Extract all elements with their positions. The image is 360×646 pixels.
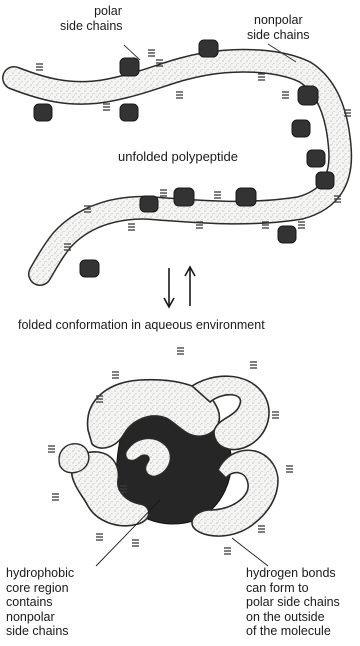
core-label-line: side chains — [6, 624, 74, 639]
hbonds-label-leader — [232, 538, 268, 566]
nonpolar-label: nonpolar — [254, 13, 303, 27]
polar-side-chain — [286, 466, 293, 472]
polar-label: polar — [78, 4, 138, 18]
polar-side-chain — [214, 192, 221, 198]
polar-side-chain — [160, 190, 167, 196]
hydrophobic-core-label: hydrophobic core region contains nonpola… — [6, 566, 74, 639]
hbonds-label-line: polar side chains — [246, 595, 340, 610]
nonpolar-side-chain — [140, 196, 158, 212]
polar-side-chain — [96, 534, 103, 540]
core-label-line: hydrophobic — [6, 566, 74, 581]
hbonds-label-line: hydrogen bonds — [246, 566, 340, 581]
polar-side-chain — [272, 412, 279, 418]
nonpolar-side-chain — [316, 172, 334, 189]
nonpolar-side-chain — [80, 260, 99, 277]
nonpolar-side-chain — [120, 58, 139, 76]
nonpolar-side-chain — [199, 40, 218, 57]
hbonds-label-line: on the outside — [246, 610, 340, 625]
nonpolar-label-line2: side chains — [247, 28, 310, 42]
nonpolar-side-chain — [174, 188, 194, 206]
nonpolar-side-chain — [292, 120, 310, 137]
hydrogen-bonds-label: hydrogen bonds can form to polar side ch… — [246, 566, 340, 639]
polar-side-chain — [176, 92, 183, 98]
nonpolar-side-chain — [278, 226, 296, 243]
polar-side-chain — [36, 64, 43, 70]
polar-side-chain — [48, 446, 55, 452]
folded-backbone-coil — [59, 444, 89, 473]
arrow-up-icon — [185, 267, 195, 306]
polar-side-chain — [103, 104, 110, 110]
hbonds-label-line: of the molecule — [246, 624, 340, 639]
polar-side-chain — [52, 494, 59, 500]
hbonds-label-line: can form to — [246, 581, 340, 596]
folded-protein — [59, 376, 278, 536]
unfolded-polypeptide-label: unfolded polypeptide — [118, 150, 238, 164]
polar-side-chain — [128, 224, 135, 230]
polar-side-chain — [282, 92, 289, 98]
polar-side-chain — [112, 372, 119, 378]
polar-side-chain — [148, 50, 155, 56]
polar-side-chain — [298, 222, 305, 228]
nonpolar-side-chains-label: side chains — [247, 28, 310, 42]
nonpolar-side-chain — [307, 150, 325, 167]
polar-label-line1: polar — [78, 4, 138, 18]
nonpolar-side-chain — [34, 104, 52, 121]
arrow-down-icon — [164, 268, 174, 307]
polar-side-chain — [224, 548, 231, 554]
nonpolar-label-line1: nonpolar — [254, 13, 303, 27]
nonpolar-side-chain — [120, 104, 138, 121]
nonpolar-side-chain — [298, 86, 318, 105]
polar-side-chain — [132, 540, 139, 546]
core-label-line: core region — [6, 581, 74, 596]
polar-side-chain — [250, 362, 257, 368]
core-label-line: nonpolar — [6, 610, 74, 625]
nonpolar-side-chain — [236, 188, 256, 206]
core-label-line: contains — [6, 595, 74, 610]
polar-side-chain — [258, 74, 265, 80]
polar-side-chains-label: side chains — [60, 19, 123, 33]
polar-side-chain — [177, 348, 184, 354]
folded-conformation-label: folded conformation in aqueous environme… — [18, 318, 265, 332]
polar-label-line2: side chains — [60, 19, 123, 33]
polar-side-chain — [258, 526, 265, 532]
